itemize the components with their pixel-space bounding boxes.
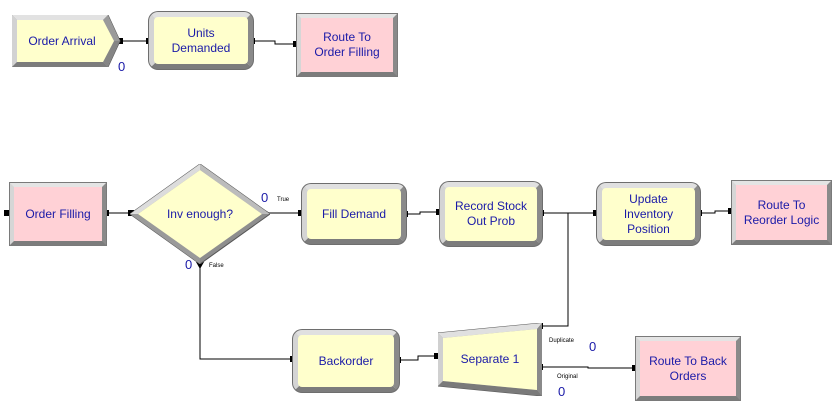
false-branch-label: False: [209, 263, 224, 269]
connector-original-to-routeback[interactable]: [540, 366, 636, 369]
exit-point[interactable]: [103, 210, 109, 216]
entry-point[interactable]: [728, 208, 734, 214]
order-arrival-module[interactable]: Order Arrival: [12, 15, 122, 67]
entry-point[interactable]: [436, 209, 442, 215]
exit-point-false[interactable]: [196, 262, 204, 269]
update-inventory-module[interactable]: Update Inventory Position: [597, 183, 700, 245]
fill-demand-label: Fill Demand: [321, 206, 387, 221]
connector-false-to-backorder[interactable]: [199, 262, 293, 360]
connector-backorder-to-separate[interactable]: [398, 355, 438, 361]
inv-enough-label: Inv enough?: [166, 206, 234, 221]
record-stock-out-module[interactable]: Record Stock Out Prob: [440, 182, 542, 246]
connector-filldemand-to-recordstockout[interactable]: [405, 211, 440, 215]
decide-false-counter: 0: [185, 257, 193, 272]
route-to-back-orders-label: Route To Back Orders: [649, 353, 727, 383]
separate-duplicate-counter: 0: [589, 339, 597, 354]
separate-1-label: Separate 1: [460, 352, 520, 366]
entry-point[interactable]: [298, 210, 304, 216]
inv-enough-decide-module[interactable]: Inv enough?: [130, 164, 270, 264]
order-filling-module[interactable]: Order Filling: [10, 183, 106, 245]
connector-units-to-route[interactable]: [252, 40, 297, 45]
duplicate-branch-label: Duplicate: [549, 338, 575, 344]
entry-point[interactable]: [593, 210, 599, 216]
create-counter: 0: [118, 59, 126, 74]
true-branch-label: True: [277, 197, 290, 203]
route-to-order-filling-module[interactable]: Route To Order Filling: [297, 14, 397, 76]
order-filling-label: Order Filling: [25, 206, 91, 221]
entry-point[interactable]: [293, 41, 299, 47]
connector-duplicate-to-update[interactable]: [540, 213, 569, 327]
separate-1-module[interactable]: Separate 1: [438, 323, 542, 396]
units-demanded-label: Units Demanded: [171, 25, 231, 55]
original-branch-label: Original: [557, 374, 578, 380]
decide-true-counter: 0: [261, 190, 269, 205]
route-to-reorder-label: Route To Reorder Logic: [743, 197, 820, 227]
connector-update-to-routereorder[interactable]: [699, 210, 732, 214]
order-arrival-label: Order Arrival: [28, 33, 96, 48]
route-to-reorder-module[interactable]: Route To Reorder Logic: [732, 181, 831, 244]
record-stock-out-label: Record Stock Out Prob: [454, 199, 528, 228]
decide-diamond-shape: [130, 164, 270, 264]
update-inventory-label: Update Inventory Position: [623, 191, 674, 236]
backorder-label: Backorder: [318, 353, 374, 368]
route-to-back-orders-module[interactable]: Route To Back Orders: [636, 337, 740, 400]
separate-shape: [438, 323, 542, 396]
create-shape: [12, 15, 121, 67]
entry-point[interactable]: [632, 365, 638, 371]
units-demanded-module[interactable]: Units Demanded: [149, 12, 253, 69]
separate-original-counter: 0: [558, 384, 566, 399]
backorder-module[interactable]: Backorder: [293, 330, 399, 392]
entry-point[interactable]: [434, 353, 440, 359]
route-to-order-filling-label: Route To Order Filling: [314, 30, 380, 59]
entry-point[interactable]: [4, 210, 10, 216]
fill-demand-module[interactable]: Fill Demand: [302, 184, 406, 244]
